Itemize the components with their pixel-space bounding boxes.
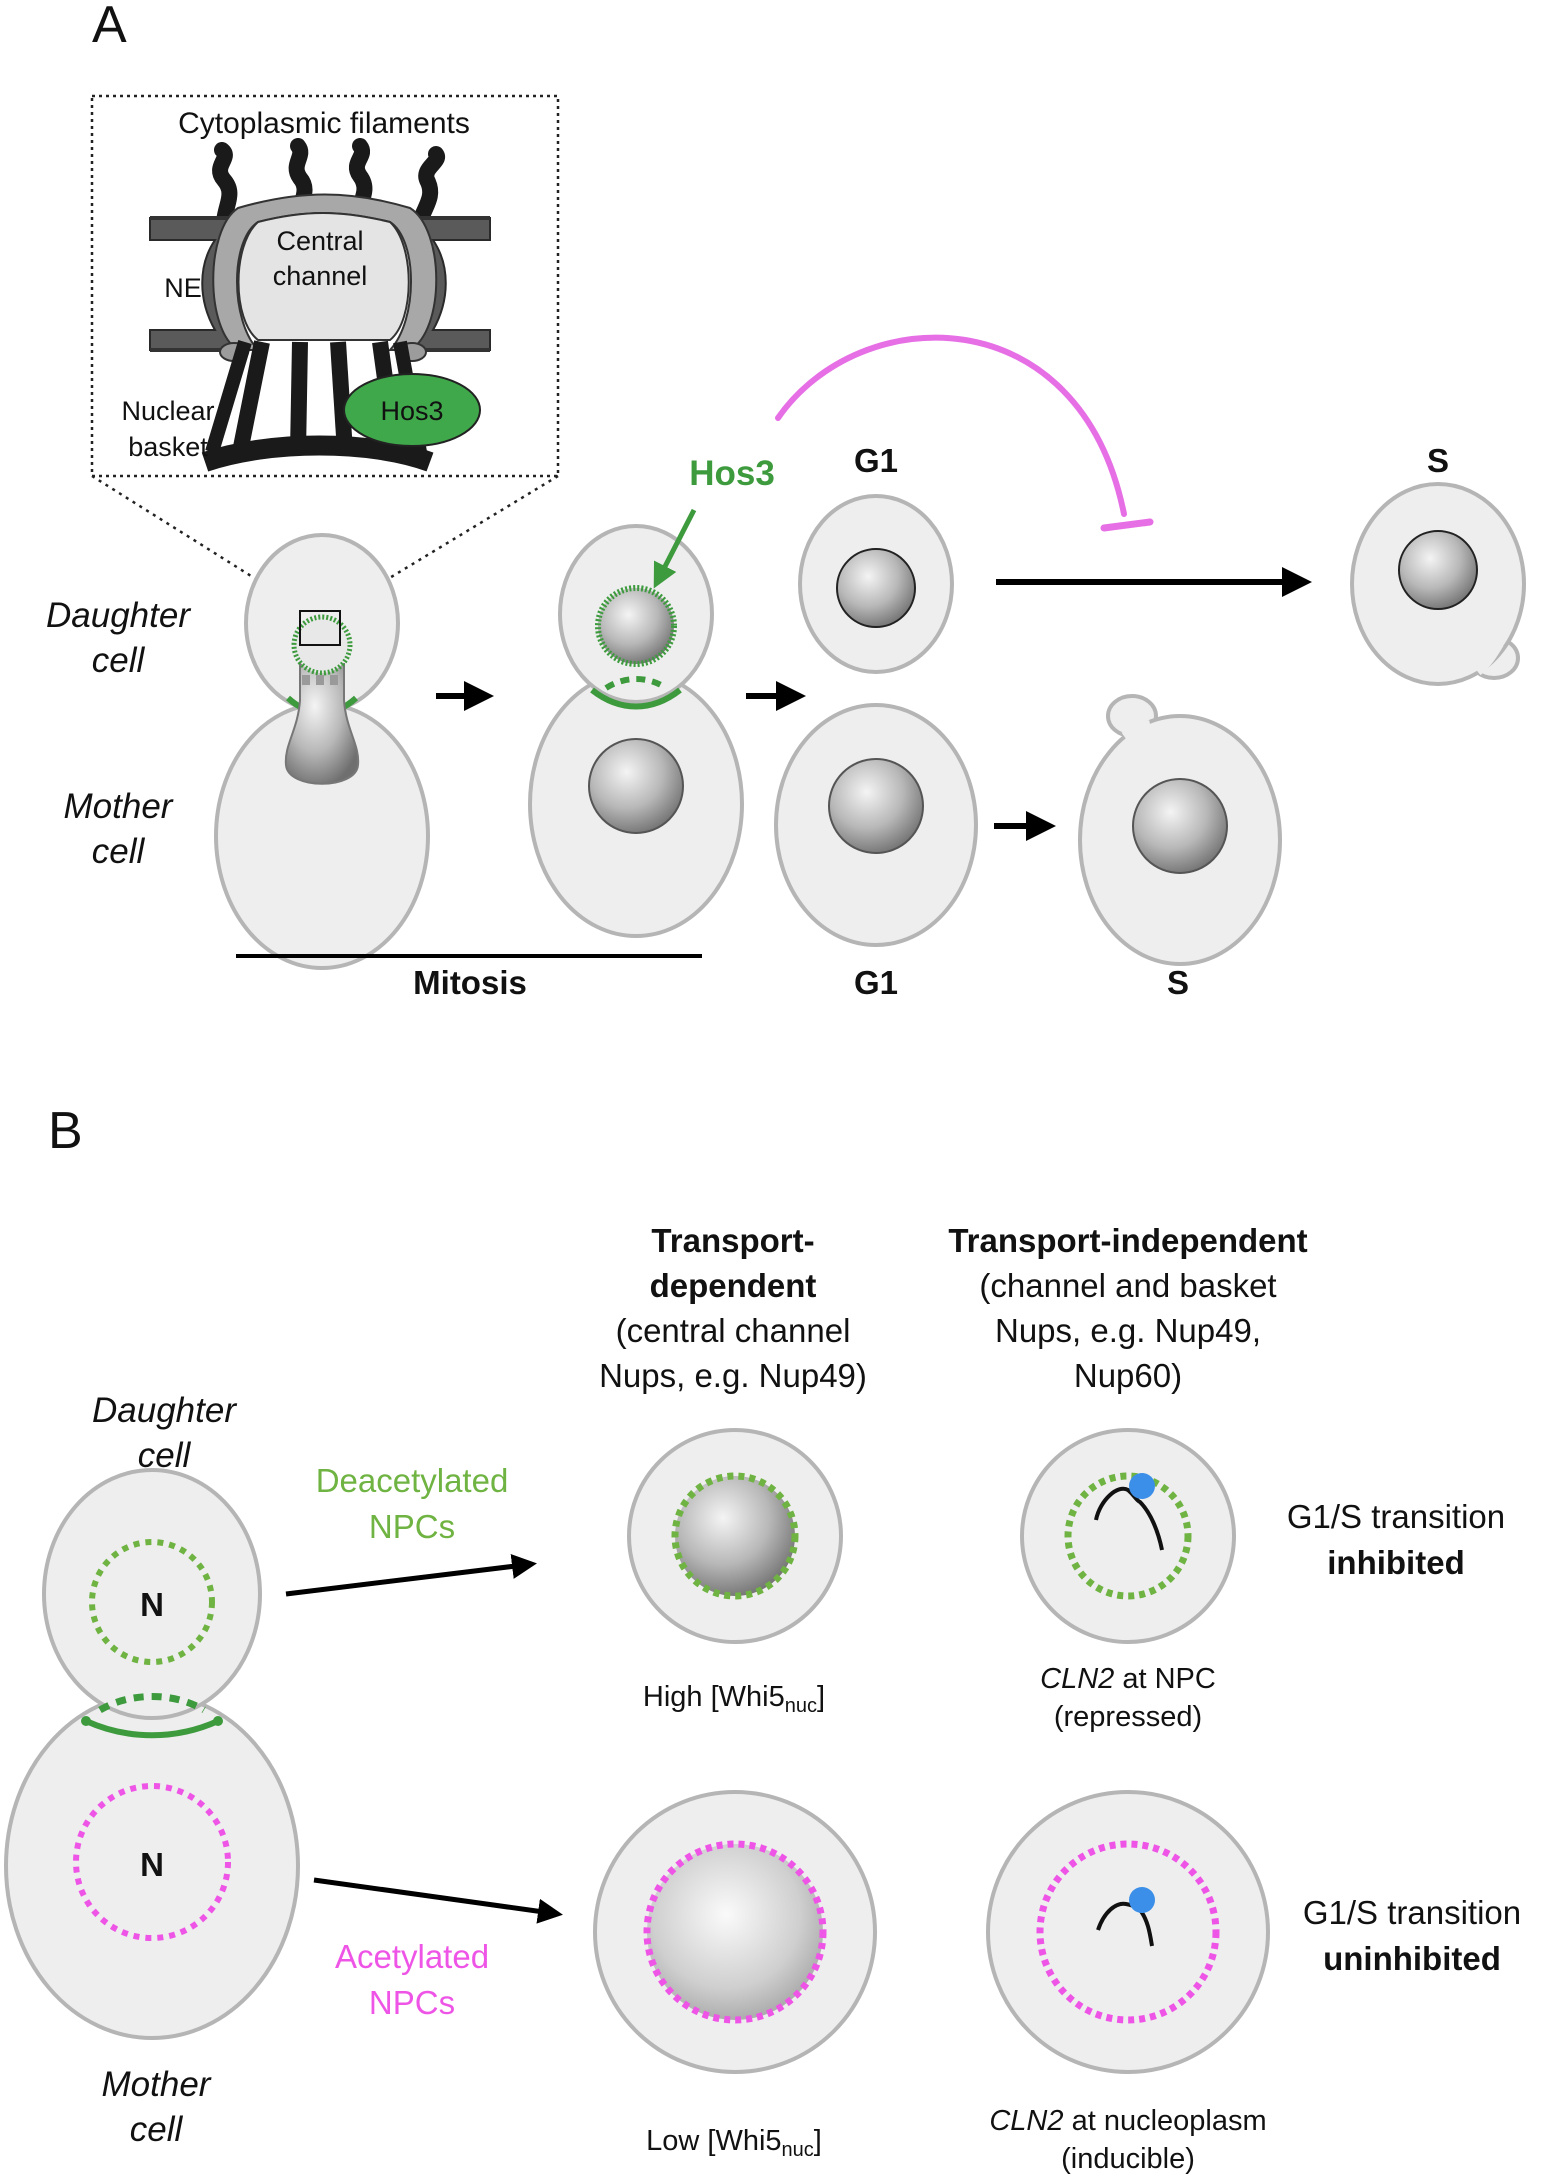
low-whi5-label: Low [Whi5nuc]	[646, 2125, 822, 2161]
g1-daughter-cell	[798, 494, 954, 674]
col2-sub-3: Nup60)	[1074, 1357, 1182, 1394]
ti-mother-cell	[986, 1790, 1270, 2074]
arrow-deacetylated	[285, 1554, 537, 1597]
g1-mother-cell	[774, 703, 978, 947]
acetylated-npcs-label-1: Acetylated	[335, 1938, 489, 1975]
zoom-line-right	[339, 474, 559, 610]
s-daughter-cell	[1350, 482, 1526, 686]
mitosis-label: Mitosis	[413, 964, 527, 1001]
hos3-protein	[343, 373, 481, 447]
s-bottom-label: S	[1167, 964, 1189, 1001]
inhibited-label-2: inhibited	[1327, 1544, 1464, 1581]
mother-cell-label-a-2: cell	[92, 832, 146, 871]
hos3-inset-label: Hos3	[380, 396, 443, 426]
cln2-locus-at-npc	[1129, 1473, 1155, 1499]
uninhibited-label-2: uninhibited	[1323, 1940, 1501, 1977]
panel-b-letter: B	[48, 1102, 83, 1160]
col1-title-1: Transport-	[651, 1222, 814, 1259]
ti-daughter-cell	[1020, 1428, 1236, 1644]
central-channel	[237, 212, 410, 341]
ne-label: NE	[164, 273, 202, 303]
td-mother-cell	[593, 1790, 877, 2074]
cln2-npc-label: CLN2 at NPC	[1040, 1663, 1216, 1695]
s-top-label: S	[1427, 442, 1449, 479]
cln2-nucleo-state: (inducible)	[1061, 2143, 1195, 2175]
daughter-nucleus-label: N	[140, 1586, 164, 1623]
uninhibited-label-1: G1/S transition	[1303, 1894, 1521, 1931]
mother-cell-label-a-1: Mother	[64, 787, 174, 826]
deacetylated-npcs-label-1: Deacetylated	[316, 1462, 509, 1499]
col2-title: Transport-independent	[948, 1222, 1307, 1259]
g1-top-label: G1	[854, 442, 898, 479]
daughter-cell-label-b-1: Daughter	[92, 1391, 237, 1430]
col1-title-2: dependent	[650, 1267, 817, 1304]
col1-sub-2: Nups, e.g. Nup49)	[599, 1357, 867, 1394]
zoom-line-left	[91, 474, 303, 610]
inset-border	[90, 94, 560, 478]
g1-bottom-label: G1	[854, 964, 898, 1001]
deacetylated-npcs-label-2: NPCs	[369, 1508, 455, 1545]
daughter-cell-label-a-1: Daughter	[46, 596, 191, 635]
mother-nucleus-label: N	[140, 1846, 164, 1883]
cln2-npc-state: (repressed)	[1054, 1701, 1202, 1733]
cln2-nucleo-label: CLN2 at nucleoplasm	[989, 2105, 1266, 2137]
col2-sub-2: Nups, e.g. Nup49,	[995, 1312, 1261, 1349]
central-channel-label-1: Central	[276, 226, 363, 256]
mitosis-cell-late	[528, 524, 744, 938]
col1-sub-1: (central channel	[616, 1312, 851, 1349]
mother-cell-label-b-2: cell	[130, 2110, 184, 2149]
daughter-cell-label-a-2: cell	[92, 641, 146, 680]
arrow-acetylated	[313, 1877, 563, 1924]
td-daughter-cell	[627, 1428, 843, 1644]
hos3-arrow	[653, 508, 697, 589]
high-whi5-label: High [Whi5nuc]	[643, 1681, 825, 1717]
acetylated-npcs-label-2: NPCs	[369, 1984, 455, 2021]
col2-sub-1: (channel and basket	[979, 1267, 1276, 1304]
nuclear-basket-label-2: basket	[128, 432, 208, 462]
inhibition-bar	[1100, 518, 1154, 532]
s-mother-cell	[1078, 694, 1282, 966]
cln2-locus-nucleoplasm	[1129, 1887, 1155, 1913]
central-channel-label-2: channel	[273, 261, 368, 291]
inhibited-label-1: G1/S transition	[1287, 1498, 1505, 1535]
dividing-cell-b	[4, 1468, 300, 2040]
inhibition-arc	[775, 334, 1127, 517]
mitosis-cell-early	[214, 533, 430, 970]
hos3-arrow-label: Hos3	[689, 454, 775, 493]
mother-cell-label-b-1: Mother	[102, 2065, 212, 2104]
npc-inset: Cytoplasmic filaments Central channel NE	[90, 94, 560, 478]
nuclear-basket-label-1: Nuclear	[121, 396, 214, 426]
cytoplasmic-filaments-label: Cytoplasmic filaments	[178, 107, 470, 140]
panel-a-letter: A	[92, 0, 127, 54]
